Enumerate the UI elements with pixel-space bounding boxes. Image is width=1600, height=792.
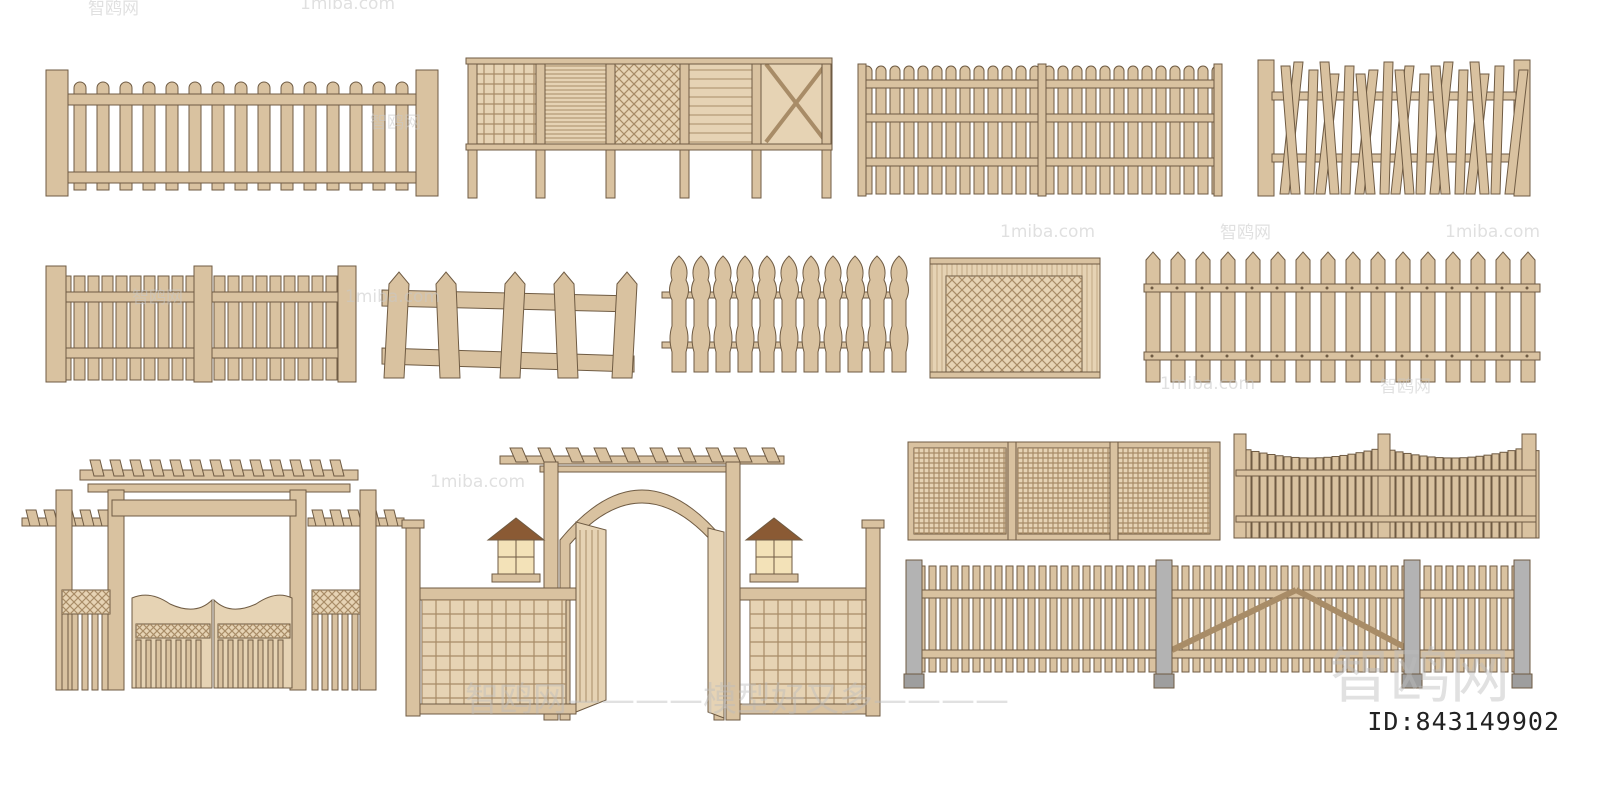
watermark-brand: 智鸥网 [1380, 377, 1431, 397]
watermark-url: 1miba.com [300, 0, 396, 14]
fence-mixed-panels [465, 57, 833, 199]
watermark-brand-large: 智鸥网 [1330, 642, 1510, 712]
watermark-brand: 智鸥网 [132, 288, 183, 308]
fence-scalloped-board [1233, 433, 1540, 539]
watermark-slogan: 智鸥网————模型好又多———— [465, 680, 1009, 720]
fence-round-picket [45, 69, 439, 197]
fence-lattice-arch-panel [929, 257, 1101, 379]
watermark-url: 1miba.com [1000, 222, 1096, 242]
fence-lattice-screen [907, 441, 1221, 541]
model-id-label: ID:843149902 [1367, 707, 1560, 736]
fence-board-panel [857, 63, 1223, 197]
pergola-gate-left [21, 459, 405, 691]
arched-gate-with-lanterns [401, 447, 885, 721]
watermark-url: 1miba.com [1160, 374, 1256, 394]
fence-rustic-sticks [1257, 59, 1531, 197]
watermark-brand: 智鸥网 [88, 0, 139, 19]
fence-classic-picket [1143, 251, 1541, 383]
fence-stone-pillar-gate [903, 559, 1533, 689]
fence-flat-board [45, 265, 357, 383]
watermark-url: 1miba.com [345, 287, 441, 307]
watermark-brand: 智鸥网 [1220, 223, 1271, 243]
fence-baluster [661, 255, 909, 373]
watermark-url: 1miba.com [1445, 222, 1541, 242]
fence-pointed-ranch [381, 271, 638, 379]
watermark-brand: 智鸥网 [370, 113, 421, 133]
watermark-url: 1miba.com [430, 472, 526, 492]
